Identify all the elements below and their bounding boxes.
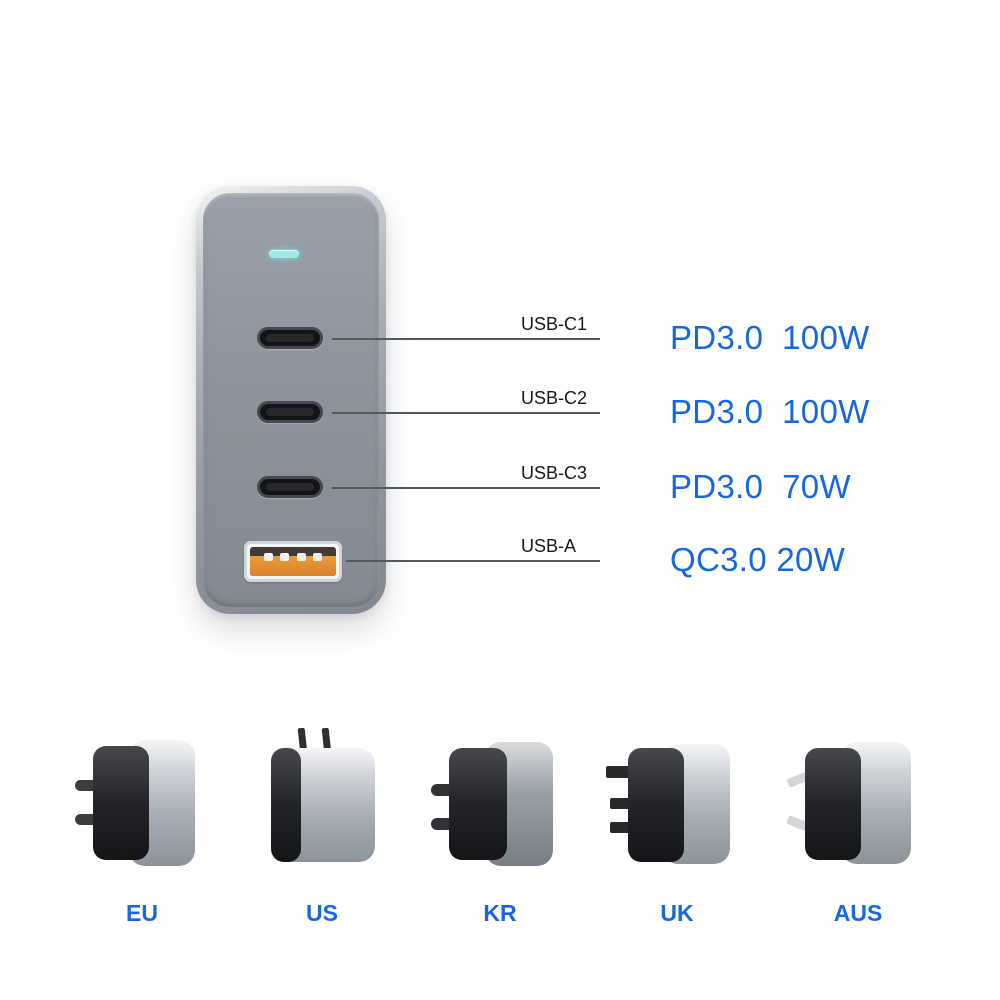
plug-pin (297, 728, 308, 755)
usb-c2-port (257, 401, 323, 423)
plug-face (93, 746, 149, 860)
usb-a-cavity (250, 547, 336, 576)
plug-us (247, 728, 397, 878)
aus-plug-icon (786, 742, 911, 864)
plug-kr (425, 728, 575, 878)
plug-face (271, 748, 301, 862)
us-plug-icon (271, 728, 375, 862)
callout-line (332, 487, 600, 489)
plug-region-label: KR (483, 900, 517, 926)
callout-line (346, 560, 600, 562)
port-spec-label: QC3.0 20W (670, 541, 846, 578)
usb-c3-port (257, 476, 323, 498)
usb-a-tongue (250, 552, 336, 576)
usb-a-port (244, 541, 342, 582)
plug-region-label: AUS (833, 900, 883, 926)
plug-region-label: EU (126, 900, 158, 926)
plug-eu (67, 728, 217, 878)
uk-plug-icon (606, 744, 730, 864)
plug-face (805, 748, 861, 860)
port-spec-label: PD3.0 70W (670, 468, 851, 505)
led-indicator (269, 250, 299, 258)
charger-face (203, 193, 379, 607)
port-label: USB-C1 (521, 314, 588, 334)
eu-plug-icon (75, 740, 195, 866)
plug-region-label: UK (660, 900, 694, 926)
usb-c1-port (257, 327, 323, 349)
port-spec-label: PD3.0 100W (670, 319, 870, 356)
plug-uk (602, 728, 752, 878)
callout-line (332, 412, 600, 414)
port-label: USB-C2 (521, 388, 588, 408)
plug-face (449, 748, 507, 860)
port-spec-label: PD3.0 100W (670, 393, 870, 430)
usb-a-contact (313, 552, 322, 561)
port-label: USB-A (521, 536, 577, 556)
kr-plug-icon (431, 742, 553, 866)
plug-pin (321, 728, 332, 755)
usb-a-contact (280, 552, 289, 561)
usb-a-contact (264, 552, 273, 561)
port-label: USB-C3 (521, 463, 588, 483)
plug-region-label: US (306, 900, 338, 926)
callout-line (332, 338, 600, 340)
plug-face (628, 748, 684, 862)
plug-aus (783, 728, 933, 878)
usb-a-contact (297, 552, 306, 561)
